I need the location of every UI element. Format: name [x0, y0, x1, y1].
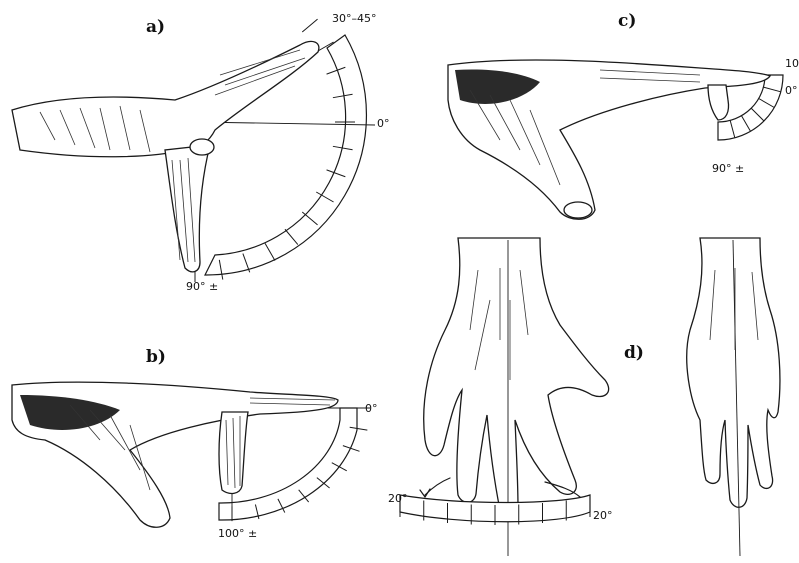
panel-c-label: c)	[618, 11, 636, 31]
panel-d-label: d)	[624, 343, 644, 363]
panel-a-angle-bottom: 90° ±	[186, 280, 218, 293]
panel-d-right-hand	[687, 238, 780, 556]
panel-c-angle-top: 10	[785, 57, 799, 70]
panel-d-angle-right: 20°	[593, 509, 613, 522]
panel-a: a) 30°–45° 0° 90° ±	[12, 12, 390, 293]
panel-c-angle-bottom: 90° ±	[712, 162, 744, 175]
panel-b-label: b)	[146, 347, 166, 367]
panel-b: b) 0° 100° ±	[12, 347, 378, 540]
panel-c: c) 10 0° 90° ±	[448, 11, 799, 219]
panel-b-angle-zero: 0°	[365, 402, 378, 415]
panel-a-angle-zero: 0°	[377, 117, 390, 130]
panel-a-hand	[12, 41, 319, 271]
panel-a-angle-top: 30°–45°	[332, 12, 377, 25]
panel-d-left-hand	[400, 238, 609, 556]
scale-tick	[302, 19, 317, 32]
panel-a-label: a)	[146, 17, 165, 37]
panel-d-angle-left: 20°	[388, 492, 408, 505]
panel-b-angle-bottom: 100° ±	[218, 527, 257, 540]
panel-d: d) 20° 20°	[388, 238, 780, 556]
panel-c-angle-zero: 0°	[785, 84, 798, 97]
